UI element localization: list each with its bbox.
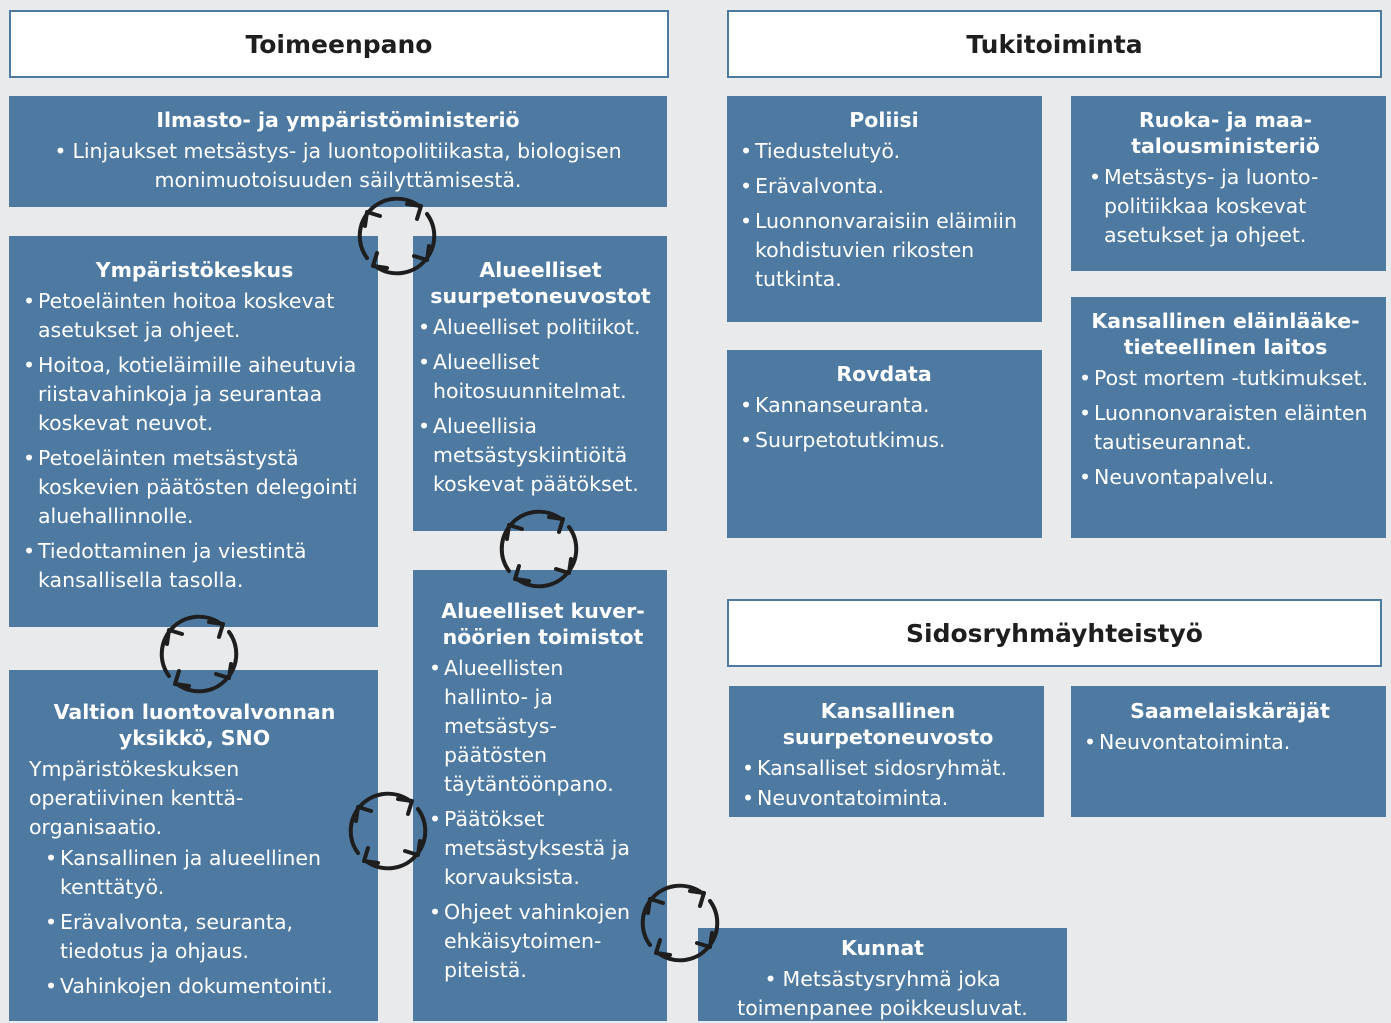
box-ymparistokeskus: Ympäristökeskus Petoeläinten hoitoa kosk… xyxy=(9,236,378,627)
list-item: Neuvontapalvelu. xyxy=(1079,463,1372,492)
box-title: Alueelliset suurpetoneuvostot xyxy=(430,258,651,308)
list-item: Luonnonvaraisiin eläimiin kohdistuvien r… xyxy=(740,207,1028,294)
list-item: Suurpetotutkimus. xyxy=(740,426,1028,455)
list-item: Metsästysryhmä joka toimenpanee poikkeus… xyxy=(706,965,1059,1023)
list-item: Linjaukset metsästys- ja luontopolitiika… xyxy=(29,137,647,195)
list-item: Petoeläinten metsästystä koskevien päätö… xyxy=(23,444,366,531)
header-toimeenpano: Toimeenpano xyxy=(9,10,669,78)
header-tukitoiminta: Tukitoiminta xyxy=(727,10,1382,78)
box-title: Valtion luontovalvonnan yksikkö, SNO xyxy=(53,700,336,750)
list-item: Luonnonvaraisten eläinten tautiseurannat… xyxy=(1079,399,1372,457)
cycle-arrows-icon xyxy=(357,196,437,276)
list-item: Ohjeet vahinkojen ehkäisytoimen- piteist… xyxy=(429,898,639,985)
box-title: Kansallinen suurpetoneuvosto xyxy=(782,699,994,749)
box-poliisi: Poliisi Tiedustelutyö. Erävalvonta. Luon… xyxy=(727,96,1042,322)
list-item: Neuvontatoiminta. xyxy=(742,784,1034,813)
list-item: Petoeläinten hoitoa koskevat asetukset j… xyxy=(23,287,366,345)
list-item: Alueelliset hoitosuunnitelmat. xyxy=(418,348,663,406)
box-rovdata: Rovdata Kannanseuranta. Suurpetotutkimus… xyxy=(727,350,1042,538)
list-item: Tiedustelutyö. xyxy=(740,137,1028,166)
list-item: Kannanseuranta. xyxy=(740,391,1028,420)
header-sidosryhmayhteistyo: Sidosryhmäyhteistyö xyxy=(727,599,1382,667)
box-title: Kunnat xyxy=(841,936,924,960)
box-saamelaiskarajat: Saamelaiskäräjät Neuvontatoiminta. xyxy=(1071,686,1386,817)
box-title: Poliisi xyxy=(849,108,919,132)
header-toimeenpano-label: Toimeenpano xyxy=(245,29,433,59)
box-title: Ympäristökeskus xyxy=(95,258,294,282)
list-item: Alueellisten hallinto- ja metsästys- pää… xyxy=(429,654,639,799)
box-kansallinen-suurpetoneuvosto: Kansallinen suurpetoneuvosto Kansalliset… xyxy=(729,686,1044,817)
box-ministerio: Ilmasto- ja ympäristöministeriö Linjauks… xyxy=(9,96,667,207)
list-item: Post mortem -tutkimukset. xyxy=(1079,364,1372,393)
cycle-arrows-icon xyxy=(159,614,239,694)
list-item: Metsästys- ja luonto- politiikkaa koskev… xyxy=(1089,163,1362,250)
box-title: Saamelaiskäräjät xyxy=(1130,699,1330,723)
box-title: Kansallinen eläinlääke- tieteellinen lai… xyxy=(1091,309,1360,359)
list-item: Erävalvonta. xyxy=(740,172,1028,201)
header-sidosryhma-label: Sidosryhmäyhteistyö xyxy=(906,618,1203,648)
box-title: Rovdata xyxy=(836,362,932,386)
list-item: Alueelliset politiikot. xyxy=(418,313,663,342)
list-item: Erävalvonta, seuranta, tiedotus ja ohjau… xyxy=(45,908,360,966)
box-title: Ilmasto- ja ympäristöministeriö xyxy=(156,108,520,132)
cycle-arrows-icon xyxy=(499,509,579,589)
list-item: Hoitoa, kotieläimille aiheutuvia riistav… xyxy=(23,351,366,438)
cycle-arrows-icon xyxy=(348,791,428,871)
list-item: Kansallinen ja alueellinen kenttätyö. xyxy=(45,844,360,902)
box-title: Ruoka- ja maa- talousministeriö xyxy=(1131,108,1320,158)
list-item: Vahinkojen dokumentointi. xyxy=(45,972,360,1001)
box-sno: Valtion luontovalvonnan yksikkö, SNO Ymp… xyxy=(9,670,378,1021)
box-intro: Ympäristökeskuksen operatiivinen kenttä-… xyxy=(29,757,244,839)
box-kunnat: Kunnat Metsästysryhmä joka toimenpanee p… xyxy=(698,928,1067,1021)
list-item: Neuvontatoiminta. xyxy=(1084,728,1376,757)
cycle-arrows-icon xyxy=(640,883,720,963)
header-tukitoiminta-label: Tukitoiminta xyxy=(966,29,1143,59)
box-elainlaake: Kansallinen eläinlääke- tieteellinen lai… xyxy=(1071,297,1386,538)
box-suurpetoneuvostot: Alueelliset suurpetoneuvostot Alueellise… xyxy=(413,236,667,531)
list-item: Kansalliset sidosryhmät. xyxy=(742,754,1034,783)
box-ruoka: Ruoka- ja maa- talousministeriö Metsästy… xyxy=(1071,96,1386,271)
list-item: Alueellisia metsästyskiintiöitä koskevat… xyxy=(418,412,663,499)
box-title: Alueelliset kuver- nöörien toimistot xyxy=(441,599,645,649)
box-kuvernoorit: Alueelliset kuver- nöörien toimistot Alu… xyxy=(413,570,667,1021)
list-item: Tiedottaminen ja viestintä kansallisella… xyxy=(23,537,366,595)
list-item: Päätökset metsästyksestä ja korvauksista… xyxy=(429,805,639,892)
